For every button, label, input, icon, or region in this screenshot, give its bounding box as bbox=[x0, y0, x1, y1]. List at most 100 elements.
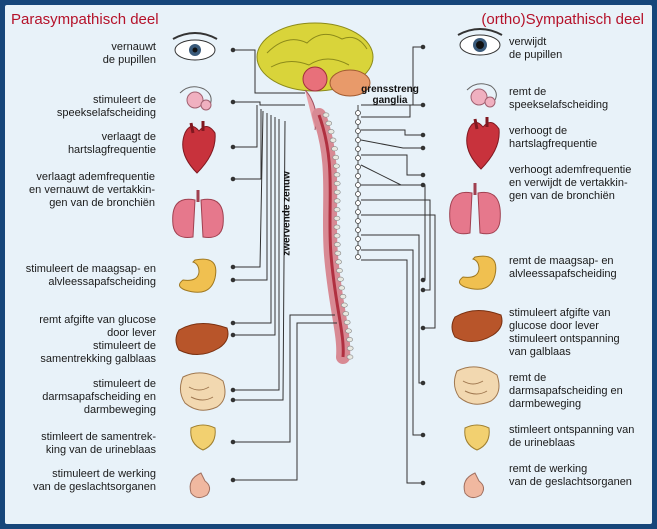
vertebra bbox=[325, 120, 333, 126]
vertebra bbox=[343, 319, 351, 325]
right-lungs-icon bbox=[449, 183, 501, 235]
ganglion-dot bbox=[355, 137, 361, 143]
symp-connector-7-end bbox=[420, 287, 426, 293]
vertebra bbox=[346, 337, 353, 343]
para-connector-0-end bbox=[230, 47, 236, 53]
sympathetic-chain bbox=[355, 105, 361, 260]
para-connector-9 bbox=[233, 120, 286, 401]
ganglion-dot bbox=[355, 191, 361, 197]
right-stomach-icon bbox=[459, 255, 497, 290]
vertebra bbox=[338, 285, 345, 291]
right-heart-icon bbox=[466, 117, 500, 170]
para-connector-1 bbox=[233, 101, 305, 106]
para-label-bladder: stimleert de samentrek- king van de urin… bbox=[41, 431, 156, 456]
symp-connector-1-end bbox=[420, 102, 426, 108]
left-eye-icon bbox=[172, 32, 218, 61]
para-label-stomach: stimuleert de maagsap- en alvleessapafsc… bbox=[25, 263, 156, 288]
para-connector-0 bbox=[233, 49, 305, 94]
left-heart-icon bbox=[182, 121, 216, 174]
para-connector-5 bbox=[233, 113, 268, 281]
ganglion-dot bbox=[355, 164, 361, 170]
para-connector-1-end bbox=[230, 99, 236, 105]
ganglion-dot bbox=[355, 155, 361, 161]
vertebra bbox=[334, 250, 342, 256]
para-connector-2 bbox=[233, 105, 258, 148]
left-bladder-icon bbox=[190, 424, 216, 451]
symp-connector-10 bbox=[361, 249, 423, 436]
vertebra bbox=[329, 137, 337, 143]
symp-connector-11 bbox=[361, 259, 423, 484]
para-connector-8-end bbox=[230, 387, 236, 393]
left-genitals-icon bbox=[189, 472, 211, 499]
vertebra bbox=[333, 224, 341, 230]
para-label-heart: verlaagt de hartslagfrequentie bbox=[67, 131, 156, 156]
vertebra bbox=[346, 354, 354, 360]
symp-connector-2 bbox=[361, 129, 423, 136]
left-lungs-icon bbox=[172, 190, 224, 238]
left-salivary-gland-icon bbox=[179, 86, 212, 111]
left-liver-icon bbox=[175, 323, 229, 355]
symp-connector-3 bbox=[360, 139, 423, 149]
vagus-nerve-label: zwervende zenuw bbox=[281, 171, 293, 256]
para-connector-6 bbox=[233, 115, 272, 324]
symp-connector-6-end bbox=[420, 277, 426, 283]
para-connector-3 bbox=[233, 109, 262, 180]
para-connector-9-end bbox=[230, 397, 236, 403]
para-label-gallbladder: stimuleert de samentrekking galblaas bbox=[40, 340, 156, 365]
ganglia-label: grensstreng ganglia bbox=[361, 84, 419, 106]
vertebra bbox=[345, 328, 352, 334]
para-connector-4 bbox=[233, 110, 264, 268]
symp-label-saliva: remt de speekselafscheiding bbox=[509, 86, 609, 111]
para-label-genitals: stimuleert de werking van de geslachtsor… bbox=[33, 468, 156, 493]
symp-label-stomach: remt de maagsap- en alvleessapafscheidin… bbox=[509, 255, 617, 280]
para-connector-10-end bbox=[230, 439, 236, 445]
para-connector-11-end bbox=[230, 477, 236, 483]
ganglion-dot bbox=[355, 236, 361, 242]
vertebra bbox=[327, 129, 335, 135]
vertebra bbox=[341, 302, 348, 308]
symp-connector-3-end bbox=[420, 145, 426, 151]
vertebra bbox=[333, 189, 341, 195]
symp-connector-1 bbox=[361, 104, 423, 118]
sympathetic-title: (ortho)Sympathisch deel bbox=[481, 11, 644, 28]
symp-label-genitals: remt de werking van de geslachtsorganen bbox=[509, 463, 632, 488]
para-label-intestine: stimuleert de darmsapafscheiding en darm… bbox=[42, 378, 156, 416]
para-label-liver: remt afgifte van glucose door lever bbox=[39, 314, 156, 339]
para-label-saliva: stimuleert de speekselafscheiding bbox=[56, 94, 156, 119]
brain-illustration bbox=[256, 22, 374, 131]
vertebra bbox=[332, 154, 340, 160]
vertebra bbox=[333, 180, 341, 186]
para-connector-3-end bbox=[230, 176, 236, 182]
ganglion-dot bbox=[355, 146, 361, 152]
right-liver-icon bbox=[451, 310, 503, 342]
diagram-frame: Parasympathisch deel (ortho)Sympathisch … bbox=[5, 5, 652, 524]
right-salivary-gland-icon bbox=[466, 83, 497, 108]
vertebra bbox=[336, 268, 343, 274]
vertebra bbox=[333, 198, 341, 204]
vertebra bbox=[322, 112, 330, 118]
left-stomach-icon bbox=[179, 258, 217, 293]
symp-connector-6 bbox=[361, 184, 426, 281]
para-connector-6-end bbox=[230, 320, 236, 326]
vertebra bbox=[346, 345, 354, 351]
right-genitals-icon bbox=[463, 472, 485, 499]
vertebra bbox=[333, 233, 341, 239]
vertebra bbox=[331, 146, 338, 152]
symp-label-liver: stimuleert afgifte van glucose door leve… bbox=[509, 307, 620, 358]
para-connector-4-end bbox=[230, 264, 236, 270]
nervous-system-diagram bbox=[172, 22, 503, 499]
symp-label-pupils: verwijdt de pupillen bbox=[509, 36, 563, 61]
ganglion-dot bbox=[355, 218, 361, 224]
right-bladder-icon bbox=[464, 424, 490, 451]
symp-connector-9 bbox=[361, 234, 423, 384]
symp-connector-11-end bbox=[420, 480, 426, 486]
left-intestine-icon bbox=[179, 372, 226, 411]
vertebra bbox=[333, 207, 341, 213]
symp-connector-10-end bbox=[420, 432, 426, 438]
para-connector-7-end bbox=[230, 332, 236, 338]
symp-connector-8-end bbox=[420, 325, 426, 331]
para-connector-5-end bbox=[230, 277, 236, 283]
para-label-lungs: verlaagt ademfrequentie en vernauwt de v… bbox=[29, 171, 155, 209]
symp-connector-7 bbox=[361, 199, 431, 291]
symp-connector-2-end bbox=[420, 132, 426, 138]
